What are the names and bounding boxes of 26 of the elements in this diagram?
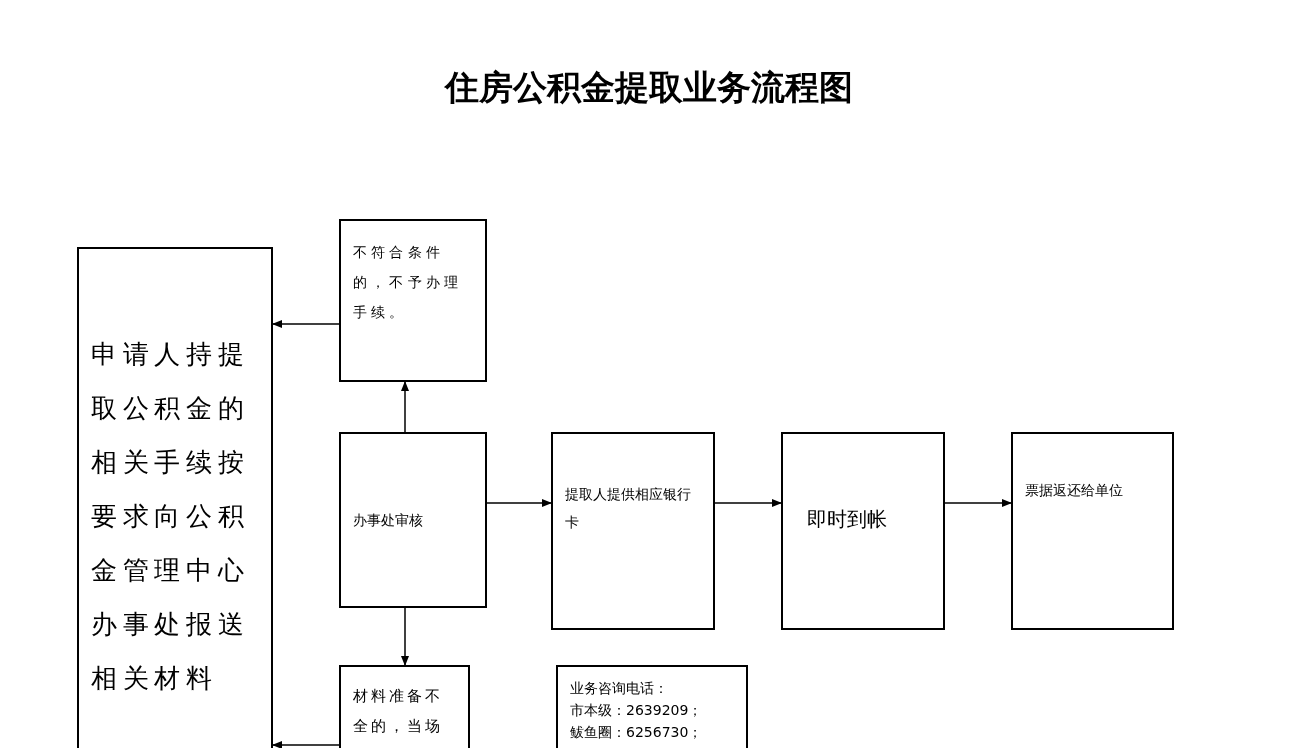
process-box [339,432,487,608]
box-text: 提取人提供相应银行卡 [565,485,692,532]
arrow [486,499,552,507]
box-text: 办事处审核 [353,511,424,530]
process-box [339,219,487,382]
box-text: 票据返还给单位 [1025,481,1124,500]
box-text: 业务咨询电话： [570,679,669,698]
box-text: 市本级：2639209； [570,701,704,720]
box-text: 不符合条件的，不予办理手续。 [353,243,464,322]
process-box [339,665,470,748]
box-text: 申请人持提取公积金的相关手续按要求向公积金管理中心办事处报送相关材料 [91,338,251,695]
process-box [556,665,748,748]
arrow [401,381,409,433]
process-box [551,432,715,630]
box-text: 即时到帐 [807,506,888,533]
arrow [272,320,340,328]
process-box [77,247,273,748]
arrow [272,741,340,748]
process-box [781,432,945,630]
process-box [1011,432,1174,630]
box-text: 鲅鱼圈：6256730； [570,723,704,742]
box-text: 材料准备不全的，当场 [353,686,444,737]
arrow [401,607,409,666]
diagram-title: 住房公积金提取业务流程图 [443,66,854,109]
arrow [944,499,1012,507]
arrow [714,499,782,507]
